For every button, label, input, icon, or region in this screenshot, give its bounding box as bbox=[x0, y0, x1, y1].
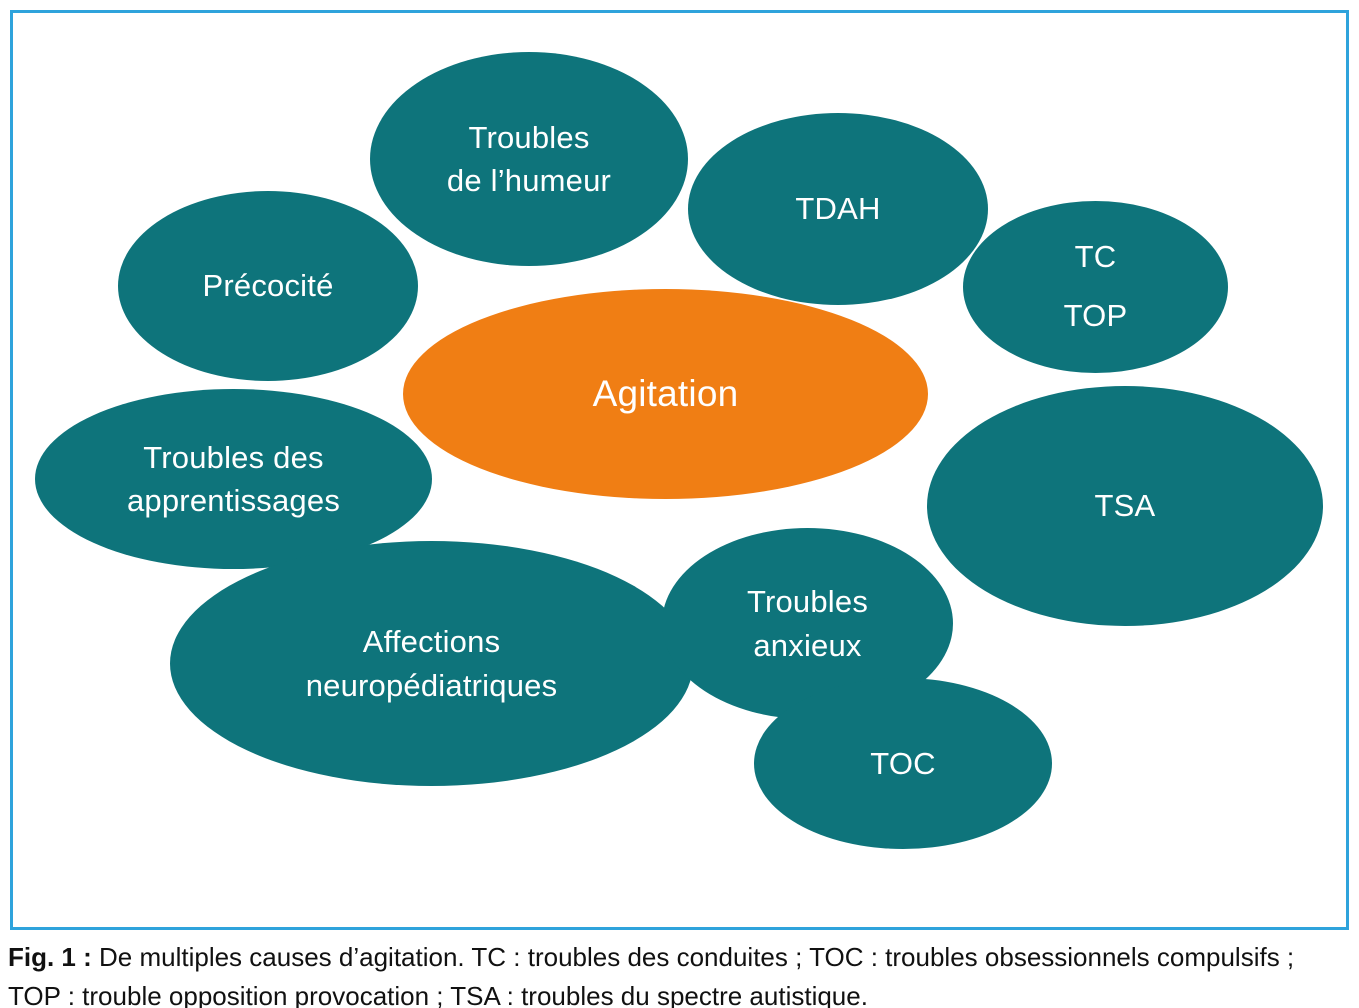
figure-caption: Fig. 1 : De multiples causes d’agitation… bbox=[8, 938, 1353, 1008]
node-toc: TOC bbox=[754, 678, 1052, 849]
node-precocite: Précocité bbox=[118, 191, 418, 381]
node-affections-neuropediatriques: Affections neuropédiatriques bbox=[170, 541, 693, 786]
node-tsa: TSA bbox=[927, 386, 1323, 626]
node-agitation: Agitation bbox=[403, 289, 928, 499]
figure-caption-text: De multiples causes d’agitation. TC : tr… bbox=[8, 942, 1295, 1008]
node-troubles-anxieux: Troubles anxieux bbox=[662, 528, 953, 719]
figure-caption-label: Fig. 1 : bbox=[8, 942, 92, 972]
node-tc-top: TC TOP bbox=[963, 201, 1228, 373]
node-troubles-humeur: Troubles de l’humeur bbox=[370, 52, 688, 266]
node-troubles-apprentissages: Troubles des apprentissages bbox=[35, 389, 432, 569]
diagram-frame: Troubles de l’humeur TDAH TC TOP Précoci… bbox=[10, 10, 1349, 930]
node-tdah: TDAH bbox=[688, 113, 988, 305]
